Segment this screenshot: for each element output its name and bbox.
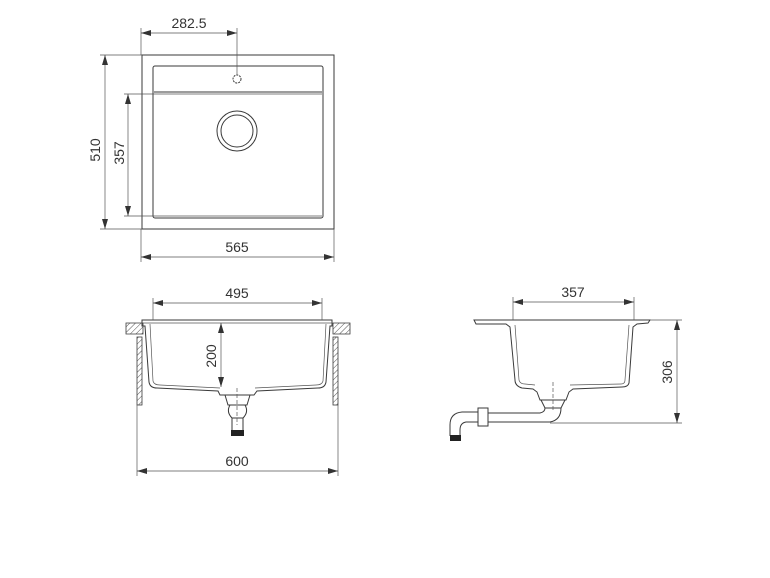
pipe-nut: [477, 407, 489, 427]
drain-inner-icon: [220, 114, 254, 148]
drain-outer-icon: [216, 110, 258, 152]
dim-total-height: 306: [659, 360, 675, 384]
sink-outline: [141, 54, 335, 230]
dim-bowl-length: 357: [561, 284, 585, 300]
bowl-profile: [141, 319, 333, 396]
bowl-profile-side: [473, 319, 651, 401]
tap-hole-icon: [232, 74, 242, 84]
dim-tap-offset: 282.5: [171, 15, 206, 31]
dim-bowl-height: 200: [203, 344, 219, 368]
trap: [227, 404, 248, 419]
countertop-left: [125, 322, 144, 335]
front-view: 495 200 600: [125, 285, 351, 476]
dim-bowl-depth: 357: [111, 141, 127, 165]
countertop-right: [332, 322, 351, 335]
dim-overall-depth: 510: [87, 138, 103, 162]
top-view: 282.5 510 357 565: [87, 15, 335, 262]
outlet-cap: [231, 430, 244, 436]
inner-outline: [152, 65, 324, 219]
outlet-pipe: [488, 407, 562, 423]
cabinet-wall-right: [332, 336, 339, 406]
side-view: 357 306: [449, 284, 682, 441]
drain-body: [224, 394, 251, 406]
pipe-elbow: [449, 411, 478, 436]
pipe-cap: [450, 435, 461, 441]
dim-overall-width: 565: [225, 239, 249, 255]
cabinet-wall-left: [136, 336, 143, 406]
dim-cabinet-width: 600: [225, 453, 249, 469]
dim-bowl-width: 495: [225, 285, 249, 301]
